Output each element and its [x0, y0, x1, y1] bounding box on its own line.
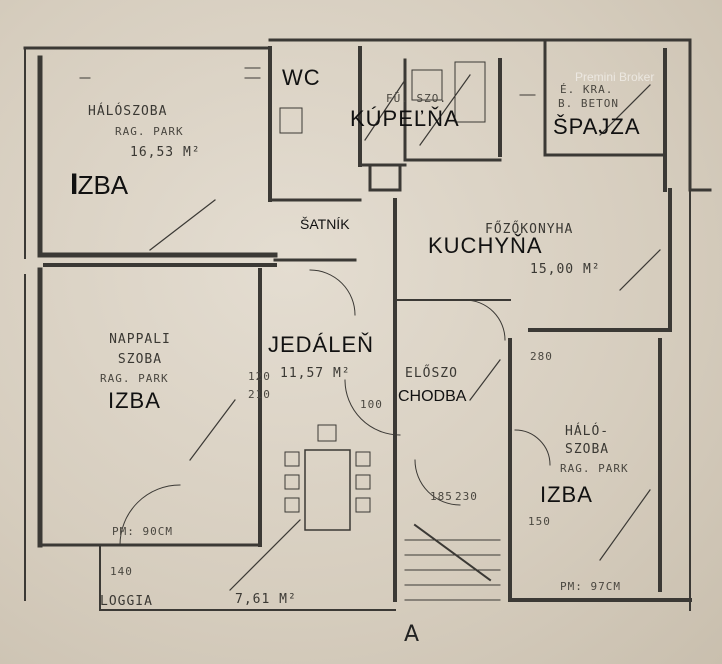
label-pantry: É. KRA. — [560, 83, 614, 96]
overlay-bedroom-main: IIZBA — [70, 168, 129, 201]
area-kitchen: 15,00 M² — [530, 262, 601, 277]
overlay-living: IZBA — [108, 388, 161, 413]
label-bedroom-main: HÁLÓSZOBA — [88, 104, 168, 119]
watermark: Premini Broker — [575, 70, 655, 84]
floor-pantry: B. BETON — [558, 97, 619, 110]
pm-bedroom-small: PM: 97CM — [560, 580, 621, 593]
area-loggia: 7,61 M² — [235, 592, 297, 607]
dim-185: 185 — [430, 490, 453, 503]
overlay-wc: WC — [282, 65, 321, 90]
dim-100: 100 — [360, 398, 383, 411]
overlay-hall: CHODBA — [398, 388, 467, 405]
floor-bedroom-small: RAG. PARK — [560, 462, 629, 475]
dim-150: 150 — [528, 515, 551, 528]
overlay-wardrobe: ŠATNÍK — [300, 216, 350, 232]
overlay-bedroom-small: IZBA — [540, 482, 593, 507]
area-dining: 11,57 M² — [280, 366, 351, 381]
floor-living: RAG. PARK — [100, 372, 169, 385]
dim-140: 140 — [110, 565, 133, 578]
label-bathroom: FÜ. SZO. — [386, 92, 447, 105]
label-loggia: LOGGIA — [100, 594, 153, 609]
overlay-kitchen: KUCHYŇA — [428, 233, 543, 258]
overlay-bathroom: KÚPEĽŇA — [350, 106, 460, 131]
area-bedroom-main: 16,53 M² — [130, 145, 201, 160]
label-hall: ELŐSZO — [405, 366, 458, 381]
dim-120: 120 — [248, 370, 271, 383]
dim-280: 280 — [530, 350, 553, 363]
dim-230: 230 — [455, 490, 478, 503]
label-living: NAPPALI SZOBA — [109, 332, 171, 367]
entrance-mark: A — [404, 622, 420, 647]
dim-210: 210 — [248, 388, 271, 401]
floor-bedroom-main: RAG. PARK — [115, 125, 184, 138]
pm-living: PM: 90CM — [112, 525, 173, 538]
label-kitchen: FŐZŐKONYHA — [485, 222, 574, 237]
overlay-dining: JEDÁLEŇ — [268, 332, 375, 357]
label-bedroom-small: HÁLÓ- SZOBA — [565, 424, 610, 457]
overlay-pantry: ŠPAJZA — [553, 114, 641, 139]
